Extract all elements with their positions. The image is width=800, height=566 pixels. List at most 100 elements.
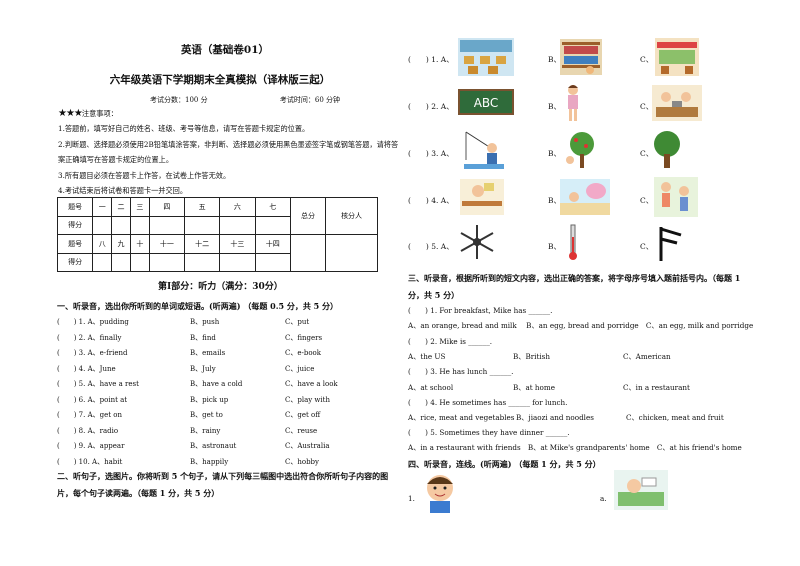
question-2: ( ) 2. Mike is ______. [408, 337, 493, 346]
cell: 九 [111, 234, 131, 254]
cell: 得分 [56, 252, 94, 272]
options-1: A、an orange, bread and milk B、an egg, br… [408, 321, 754, 330]
blackboard-picture[interactable]: ABC [458, 89, 514, 117]
apple-tree-picture[interactable] [560, 130, 600, 172]
notice-2b: 案正确填写在答题卡规定的位置上。 [58, 155, 174, 164]
score-table: 题号 一 二 三 四 五 六 七 总分 核分人 得分 题号 八 九 十 十一 十… [56, 197, 378, 272]
total-input[interactable] [289, 234, 327, 272]
notice-3: 3.所有题目必须在答题卡上作答，在试卷上作答无效。 [58, 171, 231, 180]
row-label: C、 [640, 55, 654, 64]
row-label: ( ) 2. A、 [408, 102, 454, 111]
cell: 十四 [254, 234, 291, 254]
cell: 十三 [219, 234, 256, 254]
score-input[interactable] [183, 215, 221, 235]
reviewer-cell: 核分人 [325, 197, 378, 235]
exam-title: 英语（基础卷01） [180, 44, 270, 56]
picture-row-2: ( ) 2. A、 ABC B、 C、 [400, 85, 800, 127]
row-label: ( ) 5. A、 [408, 242, 454, 251]
row-label: C、 [640, 149, 654, 158]
row-label: B、 [548, 102, 562, 111]
beach-picture[interactable] [560, 179, 610, 217]
question-4: ( ) 4. He sometimes has ______ for lunch… [408, 398, 568, 407]
exam-subtitle: 六年级英语下学期期末全真模拟（译林版三起） [109, 74, 331, 86]
score-input[interactable] [254, 252, 291, 272]
score-input[interactable] [129, 252, 150, 272]
score-input[interactable] [129, 215, 150, 235]
thermometer-icon[interactable] [567, 223, 579, 265]
question-3: ( ) 3. He has lunch ______. [408, 367, 514, 376]
kids-picture[interactable] [654, 177, 698, 219]
row-label: B、 [548, 149, 562, 158]
score-input[interactable] [111, 252, 131, 272]
score-input[interactable] [111, 215, 131, 235]
classroom-picture[interactable] [458, 38, 514, 78]
options-5: A、in a restaurant with friends B、at Mike… [408, 443, 742, 452]
row-label: ( ) 1. A、 [408, 55, 454, 64]
study-picture[interactable] [460, 179, 504, 217]
time-info: 考试时间：60 分钟 [279, 96, 340, 104]
cell: 一 [92, 197, 113, 217]
cell: 四 [148, 197, 186, 217]
library-picture[interactable] [560, 39, 602, 77]
cell: 八 [92, 234, 113, 254]
picture-row-4: ( ) 4. A、 B、 C、 [400, 177, 800, 221]
fishing-picture[interactable] [462, 130, 506, 172]
cell: 十二 [183, 234, 221, 254]
row-label: ( ) 4. A、 [408, 196, 454, 205]
notice-2: 2.判断题、选择题必须使用2B铅笔填涂答案，非判断、选择题必须使用黑色墨迹签字笔… [58, 140, 399, 149]
cell: 题号 [56, 197, 94, 217]
notice-heading: ★★★注意事项： [58, 108, 118, 119]
score-input[interactable] [92, 215, 113, 235]
sick-boy-picture[interactable] [614, 470, 668, 512]
score-input[interactable] [219, 215, 256, 235]
score-info: 考试分数：100 分 [150, 96, 208, 104]
picture-row-1: ( ) 1. A、 B、 C、 [400, 38, 800, 80]
question-1: ( ) 1. For breakfast, Mike has ______. [408, 306, 553, 315]
notice-4: 4.考试结束后将试卷和答题卡一并交回。 [58, 186, 188, 195]
reviewer-input[interactable] [325, 234, 378, 272]
question-5: ( ) 5. Sometimes they have dinner ______… [408, 428, 570, 437]
row-label: B、 [548, 55, 562, 64]
part1-title: 第Ⅰ部分：听力（满分：30分） [158, 282, 283, 292]
section3-title-2: 分，共 5 分） [408, 290, 460, 300]
score-input[interactable] [254, 215, 291, 235]
board-text: ABC [474, 96, 499, 110]
wind-icon[interactable] [655, 223, 685, 265]
exam-meta: 考试分数：100 分 考试时间：60 分钟 [150, 95, 340, 105]
score-input[interactable] [219, 252, 256, 272]
notice-title: 注意事项： [81, 109, 118, 118]
picture-row-5: ( ) 5. A、 B、 C、 [400, 224, 800, 267]
star-icon: ★★★ [58, 108, 83, 119]
cell: 得分 [56, 215, 94, 235]
tree-picture[interactable] [650, 130, 684, 172]
notice-1: 1.答题前，填写好自己的姓名、班级、考号等信息，请写在答题卡规定的位置。 [58, 124, 310, 133]
row-label: C、 [640, 102, 654, 111]
cooking-picture[interactable] [652, 85, 702, 123]
score-input[interactable] [92, 252, 113, 272]
row-label: B、 [548, 242, 562, 251]
section3-title-1: 三、听录音，根据所听到的短文内容，选出正确的答案，将字母序号填入题前括号内。（每… [408, 273, 741, 283]
cell: 二 [111, 197, 131, 217]
score-input[interactable] [148, 252, 186, 272]
cell: 十 [129, 234, 150, 254]
girl-picture[interactable] [563, 83, 583, 125]
row-label: ( ) 3. A、 [408, 149, 454, 158]
score-input[interactable] [183, 252, 221, 272]
total-cell: 总分 [289, 197, 327, 235]
section2-title-1: 二、听句子，选图片。你将听到 5 个句子，请从下列每三幅图中选出符合你所听句子内… [57, 471, 389, 481]
picture-row-3: ( ) 3. A、 B、 C、 [400, 131, 800, 174]
cell: 三 [129, 197, 150, 217]
boy-picture[interactable] [420, 472, 460, 516]
row-label: C、 [640, 242, 654, 251]
cell: 十一 [148, 234, 186, 254]
match-item-1: 1. [408, 494, 415, 503]
section1-title: 一、听录音，选出你所听到的单词或短语。(听两遍) （每题 0.5 分，共 5 分… [57, 301, 338, 311]
section2-title-2: 片，每个句子读两遍。（每题 1 分，共 5 分） [57, 488, 220, 498]
shop-picture[interactable] [655, 38, 699, 78]
snowflake-icon[interactable] [458, 223, 496, 263]
row-label: B、 [548, 196, 562, 205]
cell: 六 [219, 197, 256, 217]
score-input[interactable] [148, 215, 186, 235]
cell: 七 [254, 197, 291, 217]
section4-title: 四、听录音，连线。(听两遍) （每题 1 分，共 5 分） [408, 459, 601, 469]
